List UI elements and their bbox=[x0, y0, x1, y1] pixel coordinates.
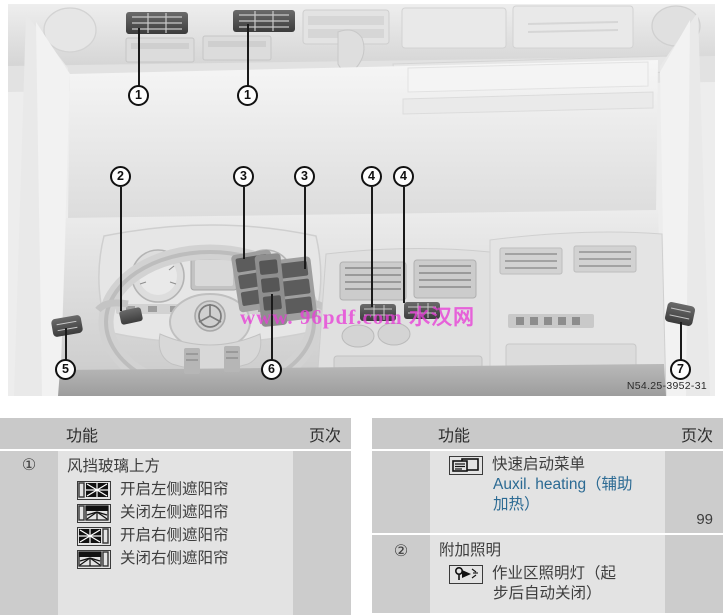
cockpit-illustration: 1 1 2 3 3 4 4 5 6 7 www. 96pdf.com 水汉网 N… bbox=[8, 4, 715, 396]
leader-line-4b bbox=[403, 187, 405, 303]
leader-line-4a bbox=[371, 187, 373, 307]
header-number-cell-right bbox=[372, 418, 430, 449]
row-number-cell bbox=[372, 451, 430, 533]
list-item-label: 关闭左侧遮阳帘 bbox=[120, 504, 229, 521]
leader-line-6 bbox=[271, 294, 273, 362]
list-item: 加热） bbox=[438, 495, 657, 515]
list-item: 快速启动菜单 bbox=[438, 455, 657, 475]
sun-blind-open-right-icon bbox=[77, 527, 111, 546]
function-table-left: 功能 页次 ① 风挡玻璃上方 bbox=[0, 418, 351, 615]
row-page-cell bbox=[665, 535, 723, 613]
work-area-lamp-icon bbox=[449, 565, 483, 584]
row-group-title: 附加照明 bbox=[439, 542, 502, 559]
callout-marker-4a: 4 bbox=[361, 166, 382, 187]
cross-reference-link-cont[interactable]: 加热） bbox=[493, 496, 540, 513]
cockpit-drawing bbox=[8, 4, 715, 396]
header-page-left: 页次 bbox=[293, 418, 351, 449]
table-row: ① 风挡玻璃上方 bbox=[0, 449, 351, 615]
table-row: ② 附加照明 bbox=[372, 533, 723, 613]
row-page-cell bbox=[293, 451, 351, 615]
leader-line-1b bbox=[247, 24, 249, 86]
list-item-label: 快速启动菜单 bbox=[492, 456, 586, 473]
sun-blind-close-right-icon bbox=[77, 550, 111, 569]
row-function-cell: 风挡玻璃上方 bbox=[58, 451, 293, 615]
leader-line-3b bbox=[304, 187, 306, 269]
callout-marker-1a: 1 bbox=[128, 85, 149, 106]
row-group-title: 风挡玻璃上方 bbox=[67, 458, 161, 475]
row-function-cell: 快速启动菜单 Auxil. heating（辅助 加热） bbox=[430, 451, 665, 533]
list-item: 关闭左侧遮阳帘 bbox=[66, 503, 285, 523]
sun-blind-open-left-icon bbox=[77, 481, 111, 500]
quick-start-menu-icon bbox=[449, 456, 483, 475]
cross-reference-link[interactable]: Auxil. heating（辅助 bbox=[493, 476, 633, 493]
row-page-cell: 99 bbox=[665, 451, 723, 533]
table-header-row-left: 功能 页次 bbox=[0, 418, 351, 449]
leader-line-1a bbox=[138, 28, 140, 86]
list-item: 开启右侧遮阳帘 bbox=[66, 526, 285, 546]
leader-line-7 bbox=[680, 322, 682, 362]
list-item-label: 开启左侧遮阳帘 bbox=[120, 481, 229, 498]
callout-marker-3b: 3 bbox=[294, 166, 315, 187]
list-item: 关闭右侧遮阳帘 bbox=[66, 549, 285, 569]
callout-marker-4b: 4 bbox=[393, 166, 414, 187]
row-callout-number: ② bbox=[393, 543, 409, 560]
function-tables: 功能 页次 ① 风挡玻璃上方 bbox=[0, 418, 723, 615]
leader-line-2 bbox=[120, 187, 122, 311]
callout-marker-5: 5 bbox=[55, 359, 76, 380]
figure-reference-code: N54.25-3952-31 bbox=[626, 380, 707, 392]
function-table-right: 功能 页次 bbox=[372, 418, 723, 615]
list-item-label: 开启右侧遮阳帘 bbox=[120, 527, 229, 544]
page-number: 99 bbox=[696, 511, 713, 528]
list-item-label-cont: 步后自动关闭） bbox=[493, 585, 602, 602]
header-function-right: 功能 bbox=[430, 418, 665, 449]
sun-blind-close-left-icon bbox=[77, 504, 111, 523]
row-number-cell: ① bbox=[0, 451, 58, 615]
header-number-cell-left bbox=[0, 418, 58, 449]
callout-marker-2: 2 bbox=[110, 166, 131, 187]
leader-line-5 bbox=[65, 328, 67, 362]
row-callout-number: ① bbox=[21, 457, 37, 474]
list-item: 步后自动关闭） bbox=[438, 584, 657, 604]
table-header-row-right: 功能 页次 bbox=[372, 418, 723, 449]
callout-marker-3a: 3 bbox=[233, 166, 254, 187]
callout-marker-6: 6 bbox=[261, 359, 282, 380]
list-item: 作业区照明灯（起 bbox=[438, 564, 657, 584]
callout-marker-7: 7 bbox=[670, 359, 691, 380]
header-page-right: 页次 bbox=[665, 418, 723, 449]
list-item: Auxil. heating（辅助 bbox=[438, 475, 657, 495]
list-item-label: 作业区照明灯（起 bbox=[492, 565, 617, 582]
leader-line-3a bbox=[243, 187, 245, 259]
header-function-left: 功能 bbox=[58, 418, 293, 449]
callout-marker-1b: 1 bbox=[237, 85, 258, 106]
row-number-cell: ② bbox=[372, 535, 430, 613]
list-item: 开启左侧遮阳帘 bbox=[66, 480, 285, 500]
table-row: 快速启动菜单 Auxil. heating（辅助 加热） 99 bbox=[372, 449, 723, 533]
list-item-label: 关闭右侧遮阳帘 bbox=[120, 550, 229, 567]
row-function-cell: 附加照明 作业区照 bbox=[430, 535, 665, 613]
